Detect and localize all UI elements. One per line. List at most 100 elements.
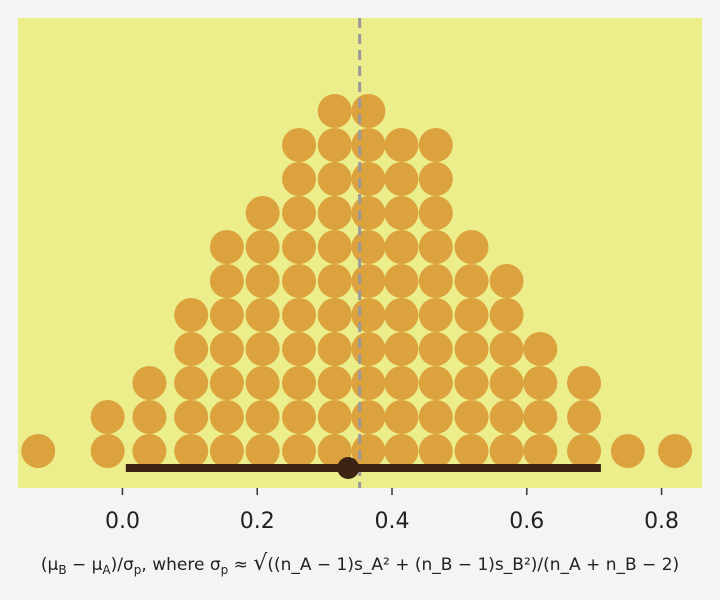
dot [174, 332, 209, 366]
dot [418, 366, 453, 400]
dot [282, 366, 317, 400]
dot [418, 298, 453, 332]
dot [454, 434, 489, 468]
dot [384, 230, 419, 264]
dot [282, 298, 317, 332]
dot [282, 196, 317, 230]
dot [209, 264, 244, 298]
dot [418, 264, 453, 298]
dot [282, 400, 317, 434]
dot [317, 128, 352, 162]
dot [454, 366, 489, 400]
dot [90, 434, 125, 468]
dot [489, 434, 524, 468]
dot [384, 332, 419, 366]
x-axis-label: (μB − μA)/σp, where σp ≈ √((n_A − 1)s_A²… [41, 551, 679, 577]
dot [567, 400, 602, 434]
dot [245, 434, 280, 468]
dot [209, 366, 244, 400]
dot [245, 264, 280, 298]
dot [90, 400, 125, 434]
dot [489, 400, 524, 434]
dot [21, 434, 56, 468]
dot [317, 230, 352, 264]
dot [489, 264, 524, 298]
dot [282, 332, 317, 366]
dot [454, 264, 489, 298]
dot [351, 264, 386, 298]
dot [317, 94, 352, 128]
dot [174, 366, 209, 400]
dot [351, 332, 386, 366]
dot [418, 400, 453, 434]
dot [282, 434, 317, 468]
dot [610, 434, 645, 468]
dot [317, 196, 352, 230]
dot [384, 366, 419, 400]
dot [245, 298, 280, 332]
dot [489, 332, 524, 366]
dot [418, 230, 453, 264]
dot [384, 434, 419, 468]
dot [384, 196, 419, 230]
dot [351, 94, 386, 128]
dot [132, 434, 167, 468]
dot [209, 230, 244, 264]
dot [454, 332, 489, 366]
dot [317, 298, 352, 332]
dot [209, 400, 244, 434]
dot [567, 434, 602, 468]
dot [523, 434, 558, 468]
dot [245, 230, 280, 264]
dot [418, 162, 453, 196]
dot [317, 332, 352, 366]
point-estimate [337, 457, 360, 479]
dot [209, 298, 244, 332]
dot [317, 366, 352, 400]
dot [245, 196, 280, 230]
dot [351, 196, 386, 230]
dot [384, 264, 419, 298]
x-tick-label: 0.4 [375, 509, 410, 534]
dot [132, 366, 167, 400]
dot [418, 332, 453, 366]
dot [282, 230, 317, 264]
dot [351, 298, 386, 332]
dot [245, 400, 280, 434]
dot [351, 400, 386, 434]
dot [351, 366, 386, 400]
dot [282, 128, 317, 162]
dot [351, 162, 386, 196]
dot [132, 400, 167, 434]
dot [351, 230, 386, 264]
dot-layer [21, 94, 693, 468]
dot [282, 264, 317, 298]
dot [384, 162, 419, 196]
dot [351, 128, 386, 162]
dot [245, 332, 280, 366]
dot [245, 366, 280, 400]
dot [174, 400, 209, 434]
x-tick-label: 0.8 [644, 509, 679, 534]
dot [384, 400, 419, 434]
dot [489, 298, 524, 332]
dot [317, 264, 352, 298]
dot [282, 162, 317, 196]
dot [454, 230, 489, 264]
dot [317, 400, 352, 434]
dot [418, 128, 453, 162]
dot [317, 162, 352, 196]
dot [384, 128, 419, 162]
dot [209, 434, 244, 468]
x-tick-label: 0.2 [240, 509, 275, 534]
dot [174, 298, 209, 332]
dot [384, 298, 419, 332]
dot [658, 434, 693, 468]
dot [418, 434, 453, 468]
dot [454, 298, 489, 332]
dot [209, 332, 244, 366]
x-tick-label: 0.6 [509, 509, 544, 534]
dot [454, 400, 489, 434]
